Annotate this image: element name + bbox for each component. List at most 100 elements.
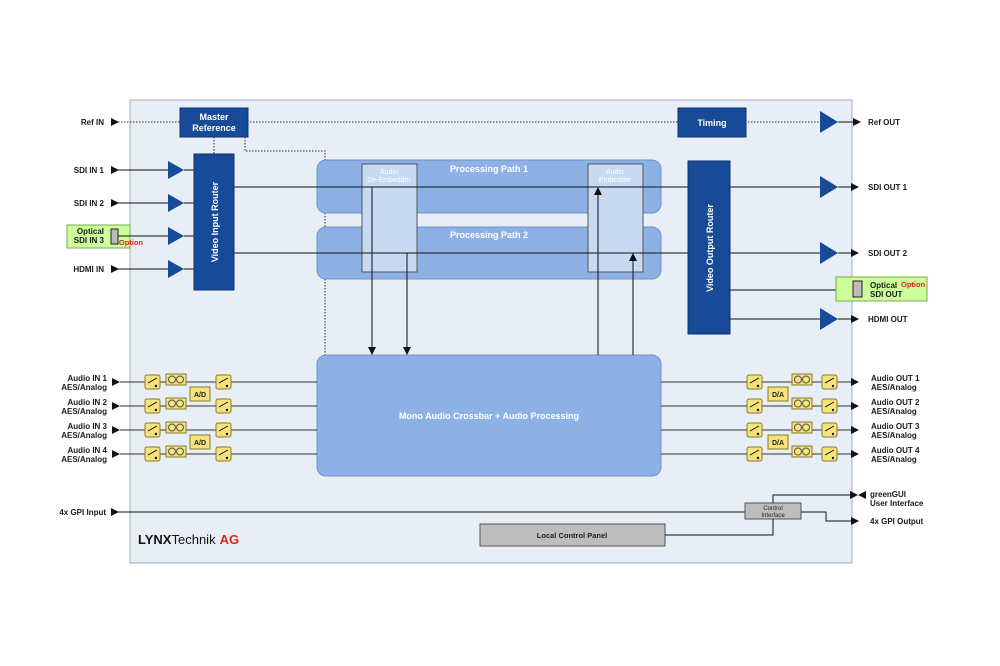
audio-in-arrow-icon bbox=[112, 426, 120, 434]
src-reel bbox=[802, 399, 810, 408]
audio-out-label: Audio OUT 2 bbox=[871, 398, 920, 407]
switch-body bbox=[144, 374, 161, 390]
optical-in-option-label: Option bbox=[119, 238, 144, 247]
switch-contact bbox=[225, 384, 229, 388]
control-interface-label: Interface bbox=[761, 513, 785, 519]
src-reel bbox=[794, 399, 802, 408]
optical-in-label: SDI IN 3 bbox=[74, 236, 105, 245]
switch-lever bbox=[749, 377, 760, 384]
switch-lever bbox=[824, 377, 835, 384]
input-arrow-icon bbox=[111, 166, 119, 174]
sdi-out-1-label: SDI OUT 1 bbox=[868, 183, 908, 192]
switch-lever bbox=[749, 449, 760, 456]
src-reel bbox=[168, 423, 176, 432]
audio-out-label: Audio OUT 3 bbox=[871, 422, 920, 431]
input-arrow-icon bbox=[111, 199, 119, 207]
output-amp-icon bbox=[820, 242, 838, 264]
sample-rate-converter-icon bbox=[791, 421, 813, 434]
audio-out-label: AES/Analog bbox=[871, 455, 917, 464]
crossbar-label: Mono Audio Crossbar + Audio Processing bbox=[399, 411, 579, 421]
input-amp-icon bbox=[168, 260, 184, 278]
audio-de-embedder bbox=[361, 163, 418, 273]
optical-out-option-label: Option bbox=[901, 280, 926, 289]
ref-out-amp-icon bbox=[820, 111, 838, 133]
switch-contact bbox=[756, 432, 760, 436]
greengui-label: User Interface bbox=[870, 499, 924, 508]
gpi-input-arrow-icon bbox=[111, 508, 119, 516]
video-inputs: SDI IN 1 SDI IN 2 HDMI IN Optical SDI IN… bbox=[66, 166, 168, 274]
switch-body bbox=[821, 446, 838, 462]
sample-rate-converter-icon bbox=[165, 445, 187, 458]
audio-switch-icon bbox=[821, 374, 838, 390]
switch-lever bbox=[824, 425, 835, 432]
src-reel bbox=[802, 447, 810, 456]
converter-label: D/A bbox=[772, 440, 784, 447]
switch-lever bbox=[147, 401, 158, 408]
src-reel bbox=[794, 423, 802, 432]
sdi-out-2-label: SDI OUT 2 bbox=[868, 249, 908, 258]
src-reel bbox=[176, 375, 184, 384]
optical-rx-icon bbox=[110, 228, 119, 245]
switch-lever bbox=[147, 377, 158, 384]
src-reel bbox=[176, 423, 184, 432]
switch-lever bbox=[749, 425, 760, 432]
processing-path-2-label: Processing Path 2 bbox=[450, 230, 528, 240]
switch-body bbox=[144, 446, 161, 462]
switch-body bbox=[821, 398, 838, 414]
converter-label: A/D bbox=[194, 440, 206, 447]
audio-switch-icon bbox=[215, 398, 232, 414]
optical-in-label: Optical bbox=[77, 227, 104, 236]
src-reel bbox=[802, 423, 810, 432]
src-reel bbox=[168, 447, 176, 456]
timing-label: Timing bbox=[697, 118, 726, 128]
master-reference-block bbox=[179, 107, 249, 138]
audio-switch-icon bbox=[746, 398, 763, 414]
optical-tx-icon bbox=[852, 280, 863, 298]
switch-contact bbox=[154, 456, 158, 460]
converter-block bbox=[767, 386, 789, 402]
switch-contact bbox=[756, 456, 760, 460]
gpi-output-label: 4x GPI Output bbox=[870, 517, 924, 526]
src-reel bbox=[168, 399, 176, 408]
optical-out-option-box bbox=[835, 276, 928, 302]
switch-body bbox=[215, 446, 232, 462]
video-output-router-label: Video Output Router bbox=[705, 204, 715, 292]
switch-contact bbox=[831, 432, 835, 436]
timing-block bbox=[677, 107, 747, 138]
audio-in-label: AES/Analog bbox=[61, 383, 107, 392]
input-arrow-icon bbox=[111, 265, 119, 273]
sdi-in-1-label: SDI IN 1 bbox=[74, 166, 105, 175]
audio-switch-icon bbox=[215, 422, 232, 438]
output-amp-icon bbox=[820, 308, 838, 330]
switch-contact bbox=[225, 456, 229, 460]
switch-contact bbox=[831, 408, 835, 412]
audio-in-label: AES/Analog bbox=[61, 407, 107, 416]
ref-out-label: Ref OUT bbox=[868, 118, 900, 127]
input-amp-icon bbox=[168, 161, 184, 179]
audio-out-label: AES/Analog bbox=[871, 431, 917, 440]
sample-rate-converter-icon bbox=[165, 421, 187, 434]
switch-body bbox=[746, 374, 763, 390]
switch-contact bbox=[154, 384, 158, 388]
switch-lever bbox=[824, 401, 835, 408]
converter-block bbox=[767, 434, 789, 450]
switch-contact bbox=[831, 384, 835, 388]
sample-rate-converter-icon bbox=[791, 397, 813, 410]
hdmi-out-label: HDMI OUT bbox=[868, 315, 908, 324]
ref-in-label: Ref IN bbox=[81, 118, 104, 127]
gpi-output-line bbox=[801, 511, 859, 525]
src-reel bbox=[176, 399, 184, 408]
converter-block bbox=[189, 386, 211, 402]
converter-label: A/D bbox=[194, 392, 206, 399]
video-input-router-label: Video Input Router bbox=[210, 181, 220, 262]
switch-lever bbox=[147, 449, 158, 456]
switch-lever bbox=[218, 377, 229, 384]
mono-audio-crossbar bbox=[316, 354, 662, 477]
switch-contact bbox=[154, 408, 158, 412]
sample-rate-converter-icon bbox=[165, 397, 187, 410]
switch-body bbox=[821, 422, 838, 438]
converter-block bbox=[189, 434, 211, 450]
audio-switch-icon bbox=[215, 374, 232, 390]
